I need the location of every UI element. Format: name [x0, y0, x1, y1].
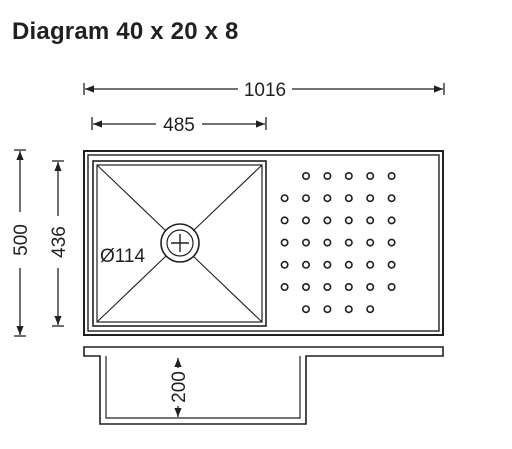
overall-depth-dimension: 500 — [11, 149, 32, 337]
drainer-hole — [344, 194, 353, 203]
drainer-hole — [366, 216, 375, 225]
bowl-width-label: 485 — [163, 115, 195, 136]
drainer-hole — [344, 238, 353, 247]
drainer-hole — [280, 216, 289, 225]
overall-width-label: 1016 — [244, 80, 286, 101]
drainer-hole — [323, 282, 332, 291]
drainer-hole — [301, 238, 310, 247]
bowl-height-label: 200 — [169, 371, 190, 403]
page-title: Diagram 40 x 20 x 8 — [12, 18, 239, 45]
drainer-hole — [344, 260, 353, 269]
drainer-hole — [366, 282, 375, 291]
sink-bowl — [92, 160, 267, 327]
overall-width-dimension: 1016 — [83, 80, 445, 101]
waste-diameter-label: Ø114 — [100, 246, 146, 267]
drainer-hole — [344, 282, 353, 291]
drainer-hole — [344, 305, 353, 314]
drainer-hole — [366, 238, 375, 247]
bowl-depth-label: 436 — [49, 226, 70, 258]
drainer-hole — [387, 216, 396, 225]
drainer-hole — [366, 194, 375, 203]
drainer-hole — [387, 194, 396, 203]
waste-outlet — [160, 223, 200, 263]
drainer-hole — [366, 305, 375, 314]
drainer-hole — [366, 260, 375, 269]
drainer-hole — [323, 305, 332, 314]
bowl-height-dimension: 200 — [169, 358, 190, 417]
drainer-holes — [280, 172, 396, 314]
drainer-hole — [301, 172, 310, 181]
drainer-hole — [323, 238, 332, 247]
drainer-hole — [301, 194, 310, 203]
drainer-hole — [323, 260, 332, 269]
drainer-hole — [387, 282, 396, 291]
drainer-hole — [387, 260, 396, 269]
overall-depth-label: 500 — [11, 224, 32, 256]
drainer-hole — [301, 282, 310, 291]
drainer-hole — [323, 172, 332, 181]
drainer-hole — [323, 194, 332, 203]
drainer-hole — [301, 216, 310, 225]
drainer-hole — [280, 194, 289, 203]
drainer-hole — [280, 238, 289, 247]
drainer-hole — [323, 216, 332, 225]
drainer-hole — [301, 305, 310, 314]
sink-side-view — [83, 346, 444, 425]
drainer-hole — [387, 172, 396, 181]
drainer-hole — [366, 172, 375, 181]
sink-top-view — [83, 150, 444, 336]
drainer-hole — [344, 172, 353, 181]
drainer-hole — [301, 260, 310, 269]
drainer-hole — [344, 216, 353, 225]
bowl-depth-dimension: 436 — [49, 160, 70, 327]
drainer-hole — [387, 238, 396, 247]
bowl-width-dimension: 485 — [91, 115, 267, 136]
drainer-hole — [280, 260, 289, 269]
drainer-hole — [280, 282, 289, 291]
